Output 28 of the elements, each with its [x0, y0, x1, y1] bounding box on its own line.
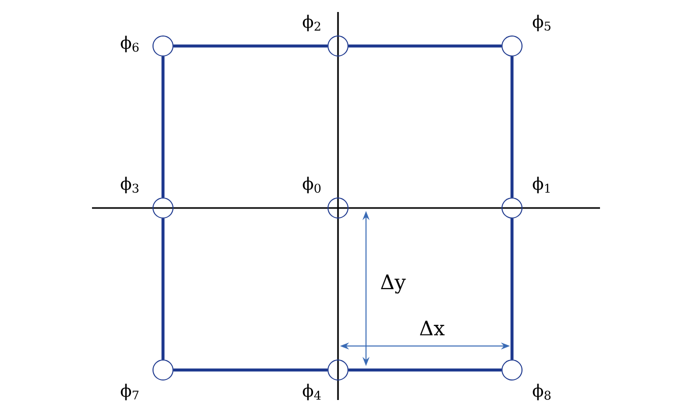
- square-side: [348, 44, 502, 48]
- square-side: [510, 218, 514, 360]
- grid-point-circle: [152, 198, 174, 218]
- point-label: ϕ$_{0}$: [302, 176, 321, 194]
- square-side: [162, 218, 164, 360]
- point-label: ϕ$_{8}$: [532, 384, 551, 400]
- point-label: ϕ$_{1}$: [532, 176, 550, 194]
- point-label: ϕ$_{6}$: [120, 36, 139, 52]
- grid-point-circle: [328, 360, 348, 380]
- point-label: ϕ$_{2}$: [302, 14, 320, 32]
- grid-point-circle: [502, 36, 522, 56]
- point-label: ϕ$_{5}$: [532, 14, 550, 32]
- grid-point-circle: [328, 36, 348, 56]
- grid-point-circle: [502, 360, 522, 380]
- dimension-label: Δy: [380, 274, 406, 294]
- point-label: ϕ$_{3}$: [120, 176, 138, 194]
- grid-point-circle: [152, 36, 174, 56]
- point-label: ϕ$_{7}$: [120, 384, 138, 400]
- dimension-label: Δx: [420, 320, 445, 336]
- square-side: [162, 56, 164, 198]
- grid-point-circle: [328, 198, 348, 218]
- grid-point-circle: [502, 198, 522, 218]
- square-side: [174, 44, 328, 48]
- square-side: [510, 56, 514, 198]
- square-side: [348, 368, 502, 372]
- point-label: ϕ$_{4}$: [302, 384, 321, 400]
- grid-point-circle: [152, 360, 174, 380]
- square-side: [174, 368, 328, 372]
